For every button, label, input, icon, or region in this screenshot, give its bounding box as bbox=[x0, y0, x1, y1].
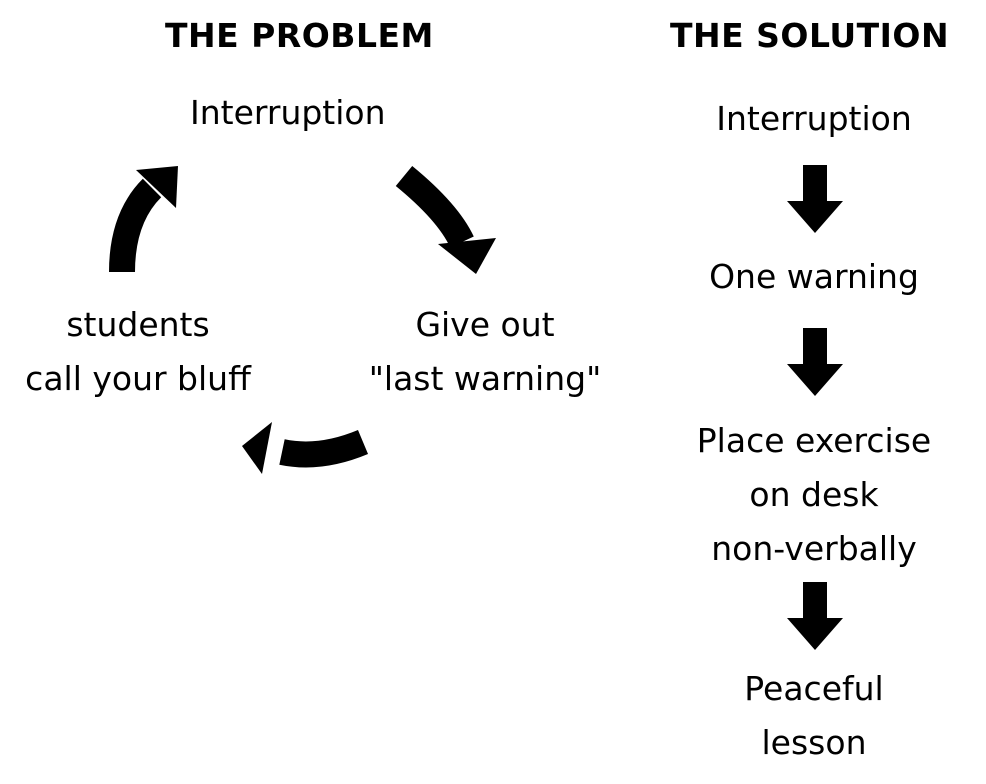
solution-step-place-exercise-line-1: Place exercise bbox=[696, 421, 932, 460]
solution-step-one-warning: One warning bbox=[676, 250, 952, 304]
solution-arrow-2 bbox=[787, 328, 843, 396]
solution-step-interruption-text: Interruption bbox=[716, 99, 912, 138]
cycle-node-call-bluff-line-1: students bbox=[66, 305, 210, 344]
solution-heading: THE SOLUTION bbox=[670, 16, 950, 55]
cycle-node-call-bluff-line-2: call your bluff bbox=[25, 359, 251, 398]
solution-arrow-1 bbox=[787, 165, 843, 233]
solution-step-peaceful-lesson-line-1: Peaceful bbox=[744, 669, 884, 708]
cycle-node-last-warning-line-2: "last warning" bbox=[368, 359, 602, 398]
solution-step-peaceful-lesson-line-2: lesson bbox=[761, 723, 867, 762]
solution-step-place-exercise: Place exercise on desk non-verbally bbox=[676, 414, 952, 576]
problem-heading: THE PROBLEM bbox=[165, 16, 434, 55]
solution-step-one-warning-text: One warning bbox=[709, 257, 919, 296]
cycle-node-interruption: Interruption bbox=[190, 93, 386, 132]
cycle-node-call-bluff: students call your bluff bbox=[14, 298, 262, 406]
solution-step-interruption: Interruption bbox=[676, 92, 952, 146]
solution-step-place-exercise-line-3: non-verbally bbox=[711, 529, 917, 568]
solution-arrow-3 bbox=[787, 582, 843, 650]
solution-step-place-exercise-line-2: on desk bbox=[749, 475, 879, 514]
solution-step-peaceful-lesson: Peaceful lesson bbox=[676, 662, 952, 770]
cycle-node-last-warning-line-1: Give out bbox=[415, 305, 555, 344]
cycle-node-last-warning: Give out "last warning" bbox=[360, 298, 610, 406]
